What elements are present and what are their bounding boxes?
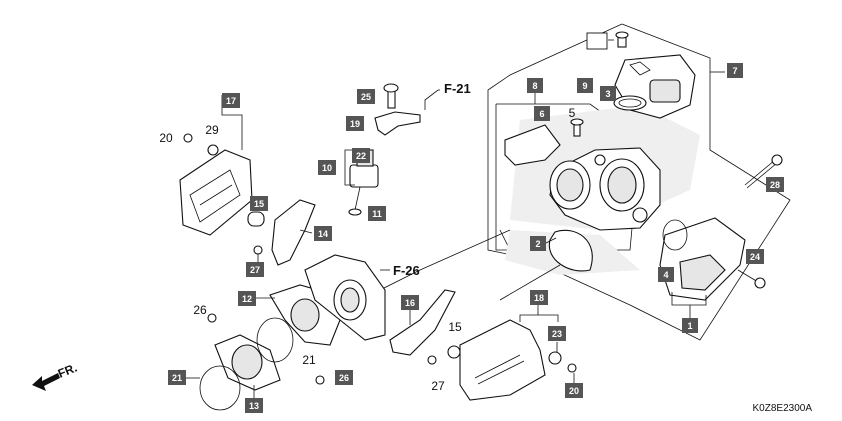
label-27: 27 bbox=[431, 379, 445, 393]
svg-text:15: 15 bbox=[254, 199, 264, 209]
svg-text:25: 25 bbox=[361, 92, 371, 102]
label-box-22: 22 bbox=[352, 148, 370, 163]
svg-text:9: 9 bbox=[582, 81, 587, 91]
label-box-6: 6 bbox=[534, 106, 550, 121]
throttle-body-drawing bbox=[504, 118, 661, 272]
label-box-13: 13 bbox=[245, 398, 263, 413]
svg-text:18: 18 bbox=[534, 293, 544, 303]
label-box-4: 4 bbox=[658, 267, 674, 282]
label-box-27: 27 bbox=[246, 262, 264, 277]
label-box-15: 15 bbox=[250, 196, 268, 211]
label-box-25: 25 bbox=[357, 89, 375, 104]
label-box-19: 19 bbox=[346, 116, 364, 131]
label-box-7: 7 bbox=[727, 63, 743, 78]
svg-text:8: 8 bbox=[532, 81, 537, 91]
label-box-24: 24 bbox=[746, 249, 764, 264]
boxed-labels: 1 2 3 4 6 7 8 9 10 11 12 13 14 15 16 17 … bbox=[168, 32, 784, 413]
svg-text:14: 14 bbox=[318, 229, 328, 239]
svg-text:7: 7 bbox=[732, 66, 737, 76]
label-box-5-empty bbox=[586, 32, 608, 50]
svg-text:21: 21 bbox=[172, 373, 182, 383]
label-box-26: 26 bbox=[335, 370, 353, 385]
label-box-14: 14 bbox=[314, 226, 332, 241]
label-box-16: 16 bbox=[401, 295, 419, 310]
front-direction-indicator: FR. bbox=[32, 361, 79, 391]
cover-17-drawing bbox=[179, 133, 253, 236]
label-box-9: 9 bbox=[577, 78, 593, 93]
svg-text:22: 22 bbox=[356, 151, 366, 161]
label-box-28: 28 bbox=[766, 177, 784, 192]
svg-text:16: 16 bbox=[405, 298, 415, 308]
plain-labels: 5 15 20 21 26 27 29 bbox=[159, 106, 575, 393]
svg-text:27: 27 bbox=[250, 265, 260, 275]
svg-text:13: 13 bbox=[249, 401, 259, 411]
part-drawings bbox=[179, 31, 783, 411]
svg-text:1: 1 bbox=[687, 321, 692, 331]
label-box-10: 10 bbox=[318, 160, 336, 175]
label-box-2: 2 bbox=[530, 236, 546, 251]
reference-f26: F-26 bbox=[393, 263, 420, 278]
label-box-23: 23 bbox=[548, 326, 566, 341]
svg-text:11: 11 bbox=[372, 209, 382, 219]
arrow-left-icon bbox=[32, 373, 60, 391]
label-21: 21 bbox=[302, 353, 316, 367]
label-box-3: 3 bbox=[600, 86, 616, 101]
svg-text:20: 20 bbox=[569, 386, 579, 396]
svg-text:3: 3 bbox=[605, 89, 610, 99]
reference-f21: F-21 bbox=[444, 81, 471, 96]
label-29: 29 bbox=[205, 123, 219, 137]
label-box-1: 1 bbox=[682, 318, 698, 333]
svg-text:19: 19 bbox=[350, 119, 360, 129]
svg-text:26: 26 bbox=[339, 373, 349, 383]
svg-text:4: 4 bbox=[663, 270, 668, 280]
label-20: 20 bbox=[159, 131, 173, 145]
throttle-sensor-drawing bbox=[613, 31, 696, 119]
bolt-27-drawing bbox=[427, 355, 437, 365]
label-box-18: 18 bbox=[530, 290, 548, 305]
intake-insulator-drawing bbox=[269, 254, 386, 346]
guard-18-drawing bbox=[389, 289, 577, 401]
label-box-17: 17 bbox=[222, 93, 240, 108]
bracket-14-drawing bbox=[247, 199, 316, 266]
label-15: 15 bbox=[448, 320, 462, 334]
label-box-11: 11 bbox=[368, 206, 386, 221]
diagram-code: K0Z8E2300A bbox=[753, 403, 813, 414]
bolt-24-drawing bbox=[737, 269, 766, 289]
svg-text:6: 6 bbox=[539, 109, 544, 119]
air-vent-cover-drawing bbox=[659, 217, 746, 301]
label-box-20: 20 bbox=[565, 383, 583, 398]
label-26: 26 bbox=[193, 303, 207, 317]
svg-text:10: 10 bbox=[322, 163, 332, 173]
svg-text:2: 2 bbox=[535, 239, 540, 249]
svg-text:12: 12 bbox=[242, 294, 252, 304]
direction-label: FR. bbox=[56, 361, 79, 381]
bolt-26a-drawing bbox=[207, 313, 217, 323]
svg-text:24: 24 bbox=[750, 252, 760, 262]
gasket-13-drawing bbox=[199, 317, 294, 411]
label-box-8: 8 bbox=[527, 78, 543, 93]
label-5: 5 bbox=[569, 106, 576, 120]
label-box-21: 21 bbox=[168, 370, 186, 385]
bolt-27b-drawing bbox=[253, 245, 263, 255]
svg-text:28: 28 bbox=[770, 180, 780, 190]
svg-text:17: 17 bbox=[226, 96, 236, 106]
bolt-28-drawing bbox=[744, 154, 783, 189]
label-box-12: 12 bbox=[238, 291, 256, 306]
bolt-26b-drawing bbox=[315, 375, 325, 385]
svg-text:23: 23 bbox=[552, 329, 562, 339]
